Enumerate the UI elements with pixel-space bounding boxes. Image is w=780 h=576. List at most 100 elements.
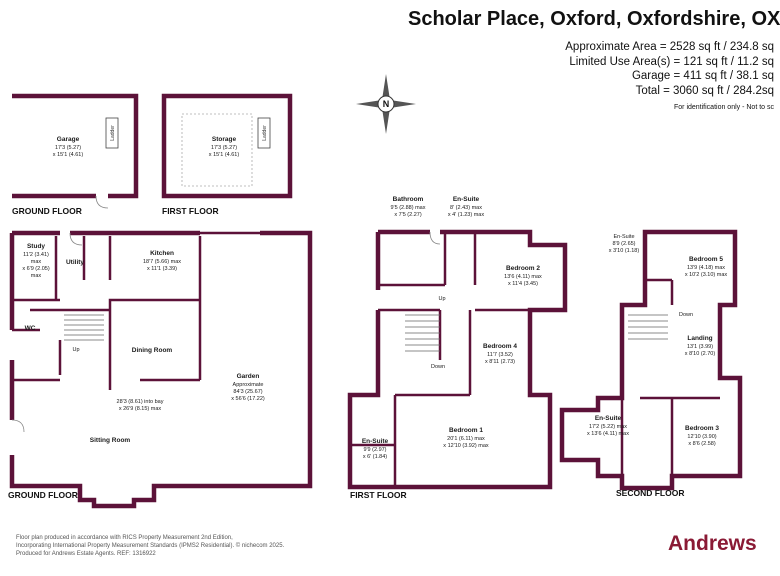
garage-walls bbox=[12, 93, 139, 199]
bathroom-dim2: x 7'5 (2.27) bbox=[394, 212, 422, 218]
garage-dim2: x 15'1 (4.61) bbox=[53, 152, 84, 158]
ensuite-second-dim2: x 13'6 (4.11) max bbox=[587, 431, 629, 437]
bedroom1-dim1: 20'1 (6.11) max bbox=[447, 436, 485, 442]
bedroom4-dim2: x 8'11 (2.73) bbox=[485, 359, 515, 365]
bedroom4-dim1: 11'7 (3.52) bbox=[487, 352, 513, 358]
bedroom5-dim1: 13'9 (4.18) max bbox=[687, 265, 725, 271]
sitting-dim1: 28'3 (8.61) into bay bbox=[117, 399, 164, 405]
kitchen-dim2: x 11'1 (3.39) bbox=[147, 266, 177, 272]
bedroom1-name: Bedroom 1 bbox=[449, 427, 483, 434]
kitchen-name: Kitchen bbox=[150, 250, 174, 257]
door-arc-3 bbox=[11, 419, 25, 433]
ensuite-top-name: En-Suite bbox=[453, 196, 480, 203]
bedroom3-dim2: x 8'6 (2.58) bbox=[688, 441, 716, 447]
garage-ladder-icon bbox=[105, 117, 119, 149]
study-dim1: 11'2 (3.41) bbox=[23, 252, 49, 258]
landing-dim1: 13'1 (3.99) bbox=[687, 344, 713, 350]
ensuite-second-small-dim1: 8'9 (2.65) bbox=[612, 241, 635, 247]
footer-line-3: Produced for Andrews Estate Agents. REF:… bbox=[16, 551, 156, 557]
garden-dim3: x 56'6 (17.22) bbox=[231, 396, 265, 402]
bedroom2-name: Bedroom 2 bbox=[506, 265, 540, 272]
ensuite-first-dim1: 9'9 (2.97) bbox=[363, 447, 386, 453]
second-down-label: Down bbox=[679, 312, 693, 318]
ensuite-second-small-dim2: x 3'10 (1.18) bbox=[609, 248, 640, 254]
bedroom5-name: Bedroom 5 bbox=[689, 256, 723, 263]
ensuite-second-dim1: 17'2 (5.22) max bbox=[589, 424, 627, 430]
bedroom2-dim1: 13'6 (4.11) max bbox=[504, 274, 542, 280]
garage-first-floor-label: FIRST FLOOR bbox=[162, 206, 219, 216]
garage-name: Garage bbox=[57, 136, 80, 143]
bedroom2-dim2: x 11'4 (3.45) bbox=[508, 281, 538, 287]
garden-dim2: 84'3 (25.67) bbox=[233, 389, 262, 395]
second-floor-label: SECOND FLOOR bbox=[616, 488, 684, 498]
area-line-approx: Approximate Area = 2528 sq ft / 234.8 sq bbox=[565, 41, 774, 53]
ground-up-label: Up bbox=[72, 347, 79, 353]
bedroom1-dim2: x 12'10 (3.92) max bbox=[443, 443, 489, 449]
bedroom5-dim2: x 10'2 (3.10) max bbox=[685, 272, 728, 278]
area-line-garage: Garage = 411 sq ft / 38.1 sq bbox=[631, 70, 774, 82]
storage-walls bbox=[161, 93, 293, 199]
bedroom4-name: Bedroom 4 bbox=[483, 343, 517, 350]
compass-letter: N bbox=[383, 99, 390, 109]
utility-name: Utility bbox=[66, 259, 84, 266]
first-down-label: Down bbox=[431, 364, 445, 370]
storage-ladder-icon bbox=[257, 117, 271, 149]
garage-ladder-label: Ladder bbox=[110, 125, 116, 141]
study-dim2: max bbox=[31, 259, 42, 265]
compass-icon: N bbox=[356, 74, 416, 134]
ground-floor-walls bbox=[9, 230, 313, 509]
storage-ladder-label: Ladder bbox=[262, 125, 268, 141]
study-dim3: x 6'9 (2.05) bbox=[22, 266, 50, 272]
dining-name: Dining Room bbox=[132, 347, 173, 354]
footer-line-2: Incorporating International Property Mea… bbox=[16, 543, 285, 549]
footer-notes: Floor plan produced in accordance with R… bbox=[16, 534, 284, 558]
first-up-label: Up bbox=[438, 296, 445, 302]
garage-door-arc bbox=[95, 195, 109, 209]
door-arc-2 bbox=[429, 231, 441, 245]
ensuite-top-dim2: x 4' (1.23) max bbox=[448, 212, 484, 218]
bathroom-name: Bathroom bbox=[393, 196, 424, 203]
page-title: Scholar Place, Oxford, Oxfordshire, OX bbox=[408, 8, 780, 30]
garden-dim1: Approximate bbox=[233, 382, 264, 388]
ensuite-second-name: En-Suite bbox=[595, 415, 622, 422]
first-inner-walls bbox=[350, 232, 530, 487]
second-stairs bbox=[628, 314, 668, 340]
ensuite-first-name: En-Suite bbox=[362, 438, 389, 445]
area-line-total: Total = 3060 sq ft / 284.2sq bbox=[635, 84, 774, 97]
bathroom-dim1: 9'5 (2.88) max bbox=[391, 205, 426, 211]
landing-dim2: x 8'10 (2.70) bbox=[685, 351, 716, 357]
ground-floor-label: GROUND FLOOR bbox=[8, 490, 78, 500]
garage-dim1: 17'3 (5.27) bbox=[55, 145, 81, 151]
storage-limited-area bbox=[181, 113, 253, 187]
storage-dim1: 17'3 (5.27) bbox=[211, 145, 237, 151]
second-inner-walls bbox=[620, 232, 720, 476]
landing-name: Landing bbox=[687, 335, 712, 342]
area-line-limited: Limited Use Area(s) = 121 sq ft / 11.2 s… bbox=[569, 55, 774, 68]
garage-ground-floor-label: GROUND FLOOR bbox=[12, 206, 82, 216]
kitchen-dim1: 18'7 (5.66) max bbox=[143, 259, 181, 265]
first-floor-label: FIRST FLOOR bbox=[350, 490, 407, 500]
ground-inner-walls bbox=[12, 236, 202, 390]
sitting-dim2: x 26'9 (8.15) max bbox=[119, 406, 162, 412]
identification-note: For identification only - Not to sc bbox=[674, 104, 774, 111]
storage-name: Storage bbox=[212, 136, 237, 143]
sitting-name: Sitting Room bbox=[90, 437, 131, 444]
ensuite-top-dim1: 8' (2.43) max bbox=[450, 205, 482, 211]
bedroom3-dim1: 12'10 (3.90) bbox=[687, 434, 716, 440]
garden-name: Garden bbox=[237, 373, 260, 380]
brand-logo: Andrews bbox=[668, 532, 757, 555]
bedroom3-name: Bedroom 3 bbox=[685, 425, 719, 432]
study-name: Study bbox=[27, 243, 45, 250]
ensuite-first-dim2: x 6' (1.84) bbox=[363, 454, 387, 460]
study-dim4: max bbox=[31, 273, 42, 279]
wc-name: WC bbox=[25, 325, 36, 332]
first-floor-walls bbox=[347, 229, 568, 490]
first-stairs bbox=[405, 314, 440, 352]
ensuite-second-small-name: En-Suite bbox=[613, 234, 634, 240]
area-summary: Approximate Area = 2528 sq ft / 234.8 sq… bbox=[565, 40, 774, 116]
door-arc-1 bbox=[69, 232, 83, 246]
storage-dim2: x 15'1 (4.61) bbox=[209, 152, 240, 158]
footer-line-1: Floor plan produced in accordance with R… bbox=[16, 535, 233, 541]
ground-stairs bbox=[64, 314, 104, 341]
